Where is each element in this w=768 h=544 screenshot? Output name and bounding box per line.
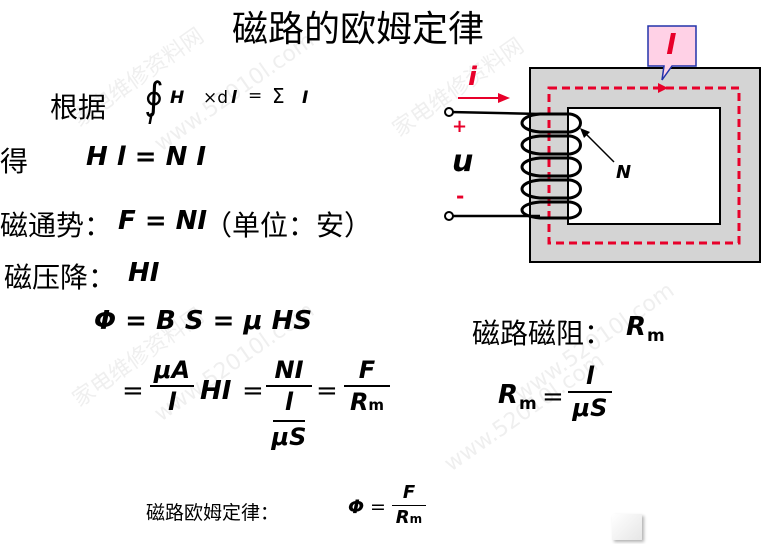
hl-nl-equation: H l = N I <box>86 142 207 172</box>
integral-times-d: ×d <box>203 88 229 108</box>
fraction-bar <box>272 420 306 422</box>
sigma-symbol: Σ <box>272 84 285 108</box>
fraction-sub-denominator: μS <box>271 423 307 451</box>
flux-callout <box>647 25 697 81</box>
eq-sign-3: = <box>316 376 338 406</box>
rm-lhs-R: R <box>498 380 519 410</box>
reluctance-R: R <box>626 312 647 342</box>
mmf-formula: F = NI <box>118 206 208 236</box>
coil-winding <box>520 112 582 220</box>
top-lead-wire <box>449 110 541 116</box>
fraction-numerator: l <box>585 362 595 390</box>
eq-sign-2: = <box>242 376 264 406</box>
rm-lhs-sub: m <box>519 394 537 414</box>
magnetic-core <box>529 67 761 263</box>
fraction-bar <box>344 385 390 387</box>
fraction-numerator: μA <box>153 356 191 384</box>
reluctance-sub: m <box>647 326 665 346</box>
ohms-law-label: 磁路欧姆定律： <box>146 502 280 524</box>
mmf-label: 磁通势： <box>0 209 113 242</box>
fraction-bar <box>150 385 194 387</box>
fraction-law: F Rm <box>392 484 426 527</box>
fraction-bar <box>392 505 426 506</box>
fraction-denominator: μS <box>572 394 608 422</box>
genju-label: 根据 <box>50 91 107 124</box>
turns-pointer-arrow-icon <box>580 128 590 138</box>
eq-sign-1: = <box>122 376 144 406</box>
fraction-l-over-mus: l μS <box>568 364 612 420</box>
flux-arrow-icon <box>658 83 668 93</box>
fraction-f-over-rm: F Rm <box>344 358 390 414</box>
fraction-denominator: Rm <box>350 390 384 414</box>
flux-path <box>547 86 741 245</box>
hi-term: HI <box>200 376 232 406</box>
r-symbol: R <box>395 507 410 528</box>
rm-equals: = <box>542 382 564 412</box>
page-corner-decoration <box>612 514 642 540</box>
integral-subscript: l <box>148 112 153 128</box>
page-title: 磁路的欧姆定律 <box>232 9 485 50</box>
fraction-mu-a-over-l: μA l <box>150 358 194 414</box>
m-subscript: m <box>409 512 423 526</box>
flux-label: l <box>666 28 676 61</box>
reluctance-label: 磁路磁阻： <box>472 317 613 350</box>
mag-drop-label: 磁压降： <box>4 261 117 294</box>
fraction-bar <box>568 391 612 393</box>
fraction-denominator: l <box>167 388 177 416</box>
mmf-unit: （单位：安） <box>204 209 373 242</box>
fraction-bar <box>266 385 312 387</box>
minus-sign: - <box>456 184 465 208</box>
integral-equals: = <box>248 86 263 106</box>
law-equals: = <box>370 496 386 518</box>
turns-pointer <box>581 129 615 163</box>
top-terminal <box>444 107 454 117</box>
mag-drop-formula: HI <box>128 258 160 288</box>
de-label: 得 <box>0 145 29 178</box>
law-phi: Φ <box>348 496 365 518</box>
fraction-ni-over-l-mus: NI l μS <box>266 358 312 449</box>
fraction-numerator: F <box>402 482 416 503</box>
fraction-numerator: NI <box>274 356 304 384</box>
current-arrow-icon <box>498 93 510 103</box>
integral-symbol: ∮ <box>144 74 164 118</box>
plus-sign: + <box>452 116 468 137</box>
fraction-sub-numerator: l <box>284 388 294 416</box>
integral-H: H <box>170 88 185 108</box>
voltage-label: u <box>452 144 474 179</box>
bottom-terminal <box>444 211 454 221</box>
integral-I: I <box>302 88 309 108</box>
current-label: i <box>468 62 477 92</box>
r-symbol: R <box>349 388 369 416</box>
integral-l: l <box>231 88 237 108</box>
fraction-denominator: Rm <box>396 509 422 527</box>
phi-equation: Φ = B S = μ HS <box>94 306 313 336</box>
turns-label: N <box>616 162 632 183</box>
fraction-numerator: F <box>358 356 376 384</box>
m-subscript: m <box>368 396 385 414</box>
